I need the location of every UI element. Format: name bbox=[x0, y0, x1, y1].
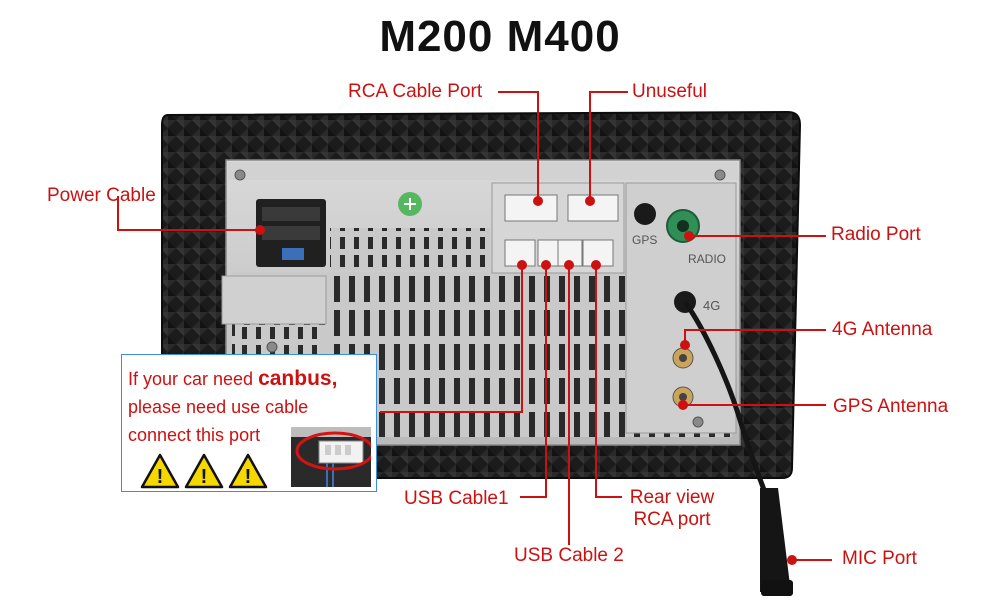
fourg-marking: 4G bbox=[703, 298, 720, 313]
label-power-cable: Power Cable bbox=[47, 185, 156, 206]
warning-icon: ! bbox=[140, 453, 180, 489]
label-rca-cable-port: RCA Cable Port bbox=[348, 81, 483, 102]
note-line1: If your car need canbus, bbox=[128, 367, 337, 391]
label-radio-port: Radio Port bbox=[831, 224, 921, 245]
label-4g-antenna: 4G Antenna bbox=[832, 319, 933, 340]
marker-dots bbox=[255, 196, 797, 565]
note-line1-bold: canbus, bbox=[258, 367, 338, 390]
note-line2: please need use cable bbox=[128, 397, 309, 417]
warning-icon: ! bbox=[228, 453, 268, 489]
note-line1-prefix: If your car need bbox=[128, 369, 259, 389]
label-unuseful: Unuseful bbox=[632, 81, 707, 102]
label-usb-cable2: USB Cable 2 bbox=[514, 545, 624, 566]
canbus-port-photo bbox=[291, 427, 371, 487]
warning-glyph: ! bbox=[245, 466, 252, 488]
warning-glyph: ! bbox=[201, 466, 208, 488]
page-title: M200 M400 bbox=[379, 12, 621, 61]
antenna-ports: GPS RADIO 4G bbox=[632, 203, 726, 408]
warning-glyph: ! bbox=[157, 466, 164, 488]
label-mic-port: MIC Port bbox=[842, 548, 917, 569]
radio-marking: RADIO bbox=[688, 252, 726, 266]
label-rear-view-rca: Rear view RCA port bbox=[624, 487, 720, 531]
leader-lines bbox=[117, 91, 832, 561]
label-rear-view-line1: Rear view bbox=[629, 487, 715, 508]
label-rear-view-line2: RCA port bbox=[633, 509, 711, 530]
canbus-port-photo-image bbox=[291, 427, 371, 487]
label-gps-antenna: GPS Antenna bbox=[833, 396, 949, 417]
label-usb-cable1: USB Cable1 bbox=[404, 488, 509, 509]
gps-marking: GPS bbox=[632, 233, 657, 247]
ground-sticker bbox=[398, 192, 422, 216]
warning-icon: ! bbox=[184, 453, 224, 489]
canbus-note-box: If your car need canbus, please need use… bbox=[121, 354, 377, 492]
note-line3: connect this port bbox=[128, 425, 261, 445]
power-connector bbox=[256, 199, 326, 267]
